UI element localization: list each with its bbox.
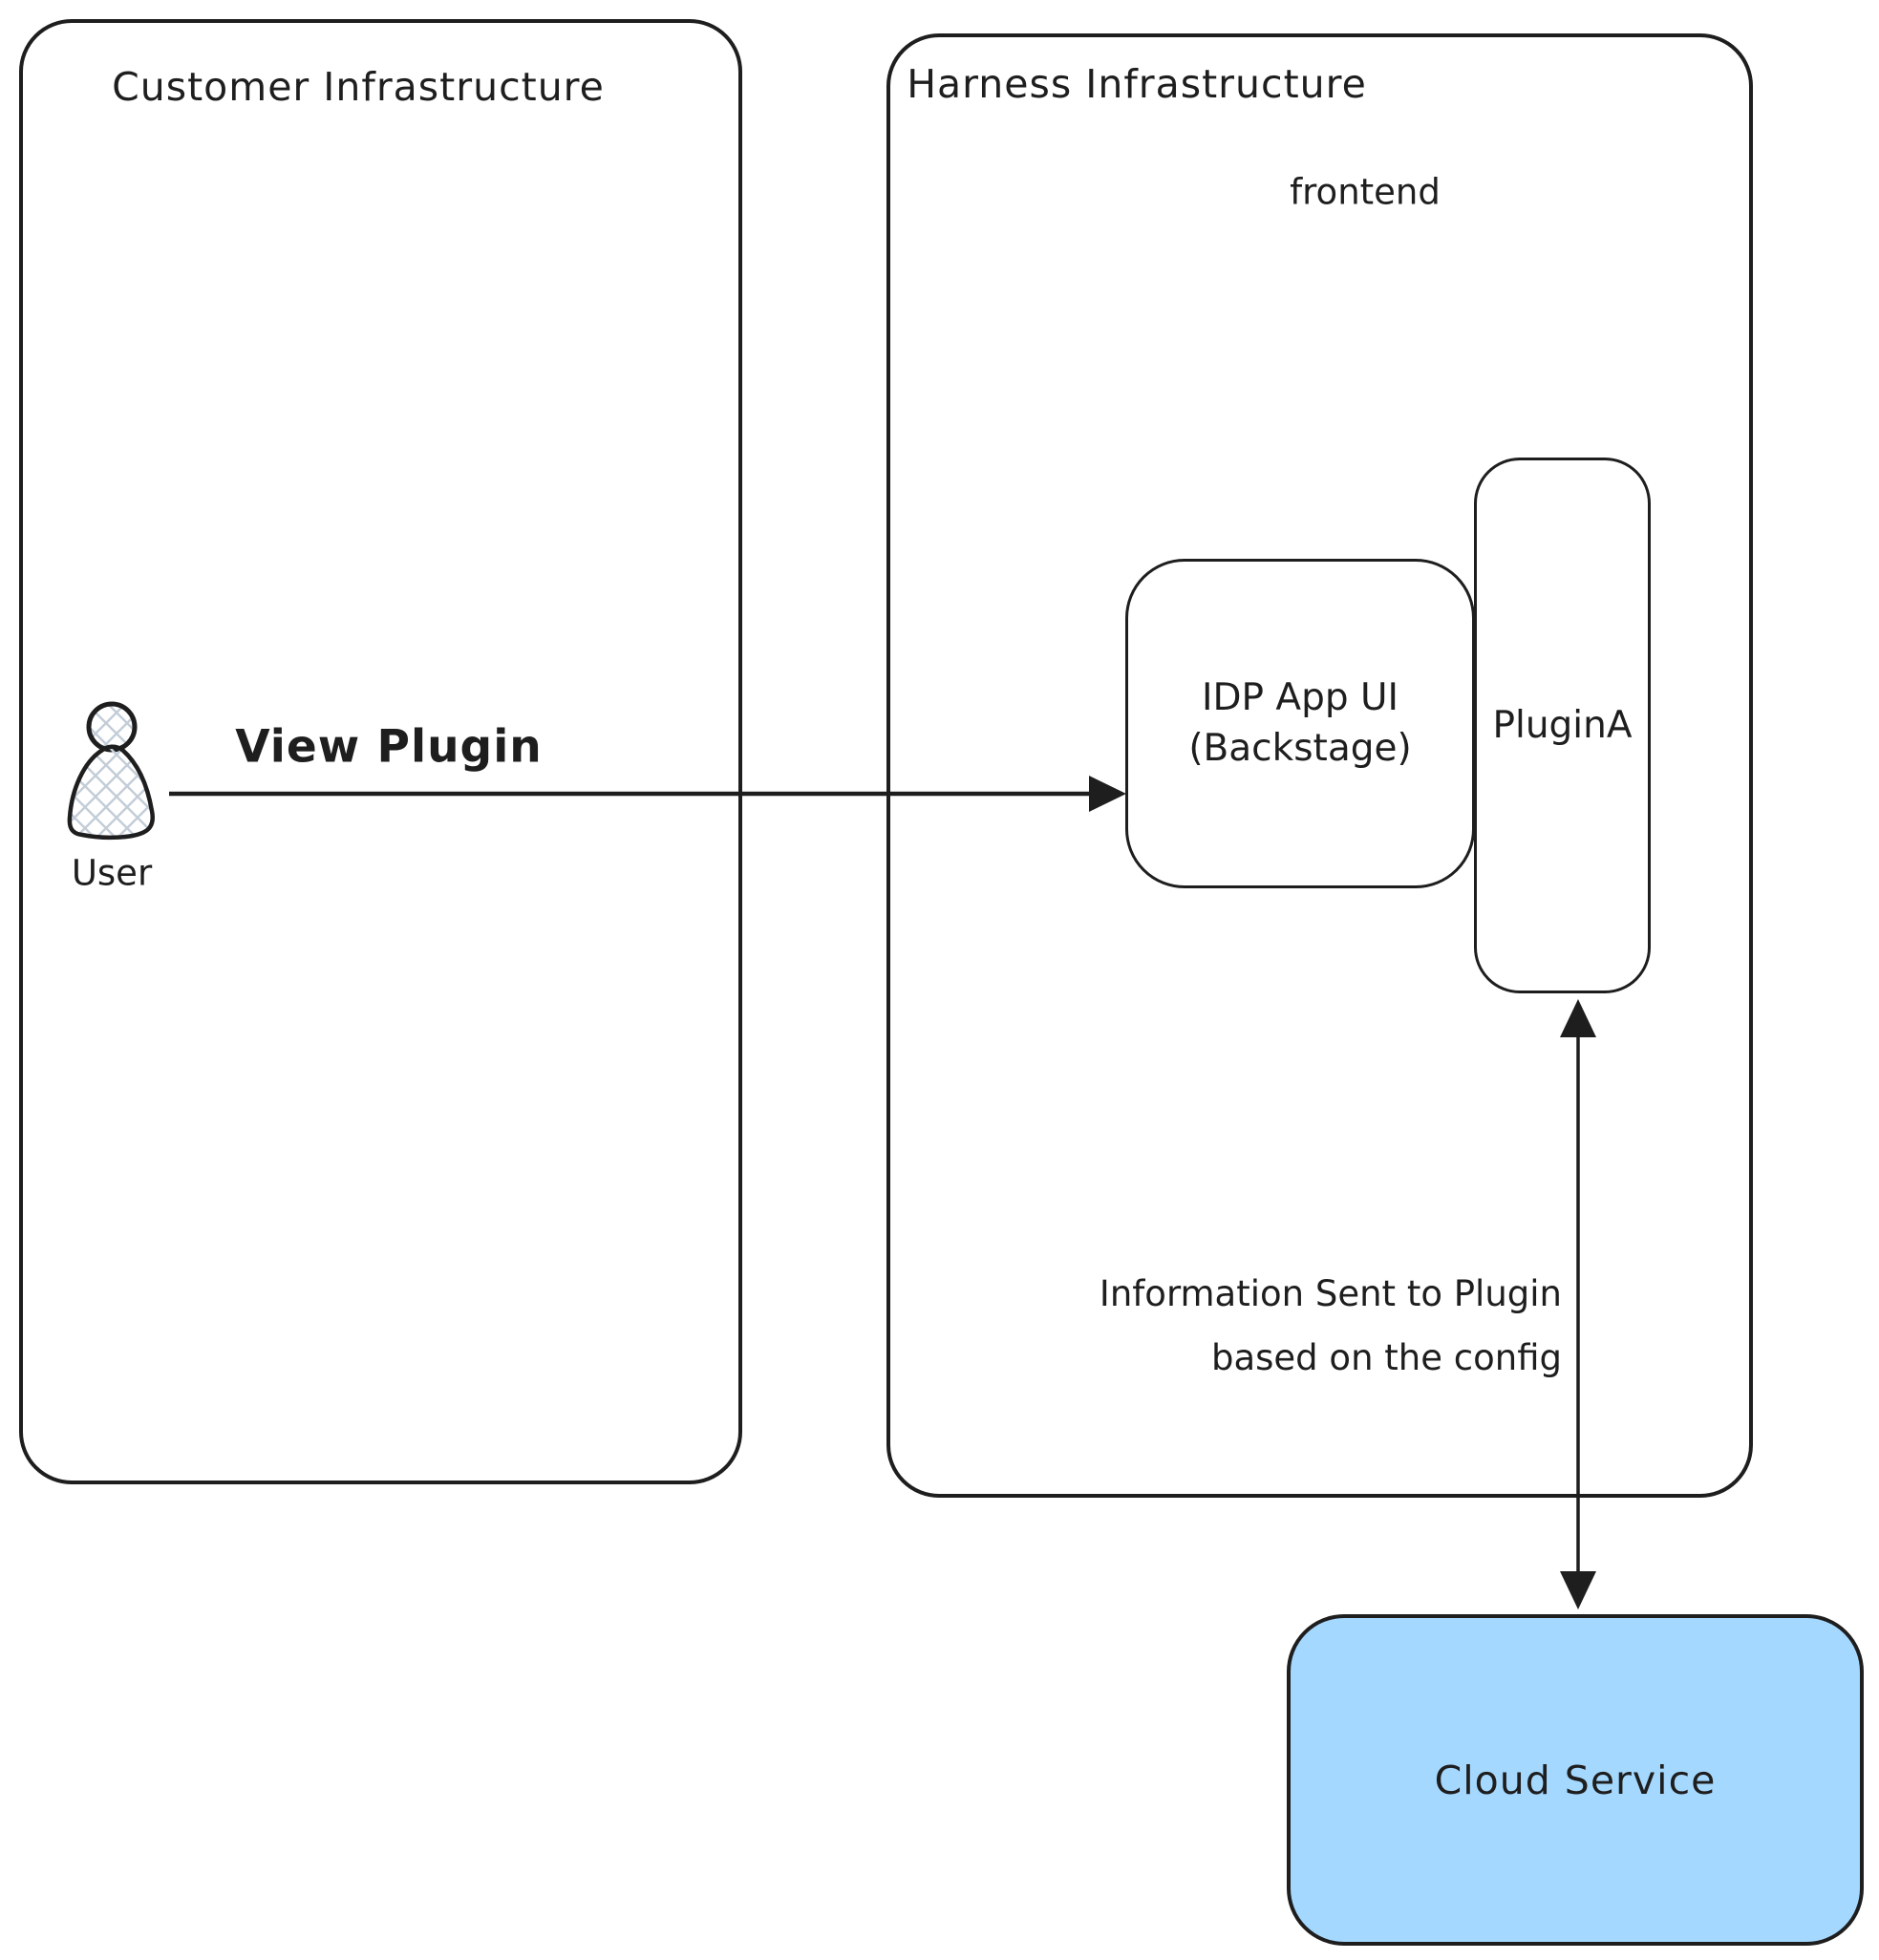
info-sent-line2: based on the config [1210, 1336, 1562, 1378]
frontend-label: frontend [1290, 171, 1441, 213]
user-icon [67, 701, 155, 841]
cloud-service-label: Cloud Service [1434, 1757, 1717, 1803]
cloud-service-node: Cloud Service [1287, 1614, 1864, 1946]
harness-infrastructure-box [886, 33, 1753, 1498]
harness-infrastructure-title: Harness Infrastructure [907, 61, 1367, 107]
plugin-a-label: PluginA [1492, 704, 1633, 747]
idp-app-ui-label: IDP App UI (Backstage) [1188, 673, 1411, 774]
idp-app-ui-line1: IDP App UI [1201, 675, 1399, 719]
customer-infrastructure-box [19, 19, 742, 1484]
idp-app-ui-node: IDP App UI (Backstage) [1125, 559, 1475, 888]
idp-app-ui-line2: (Backstage) [1188, 726, 1412, 770]
view-plugin-edge-label: View Plugin [235, 720, 543, 774]
info-sent-line1: Information Sent to Plugin [1099, 1273, 1562, 1314]
customer-infrastructure-title: Customer Infrastructure [112, 64, 605, 110]
info-sent-edge-label: Information Sent to Plugin based on the … [1100, 1263, 1562, 1390]
plugin-a-node: PluginA [1474, 458, 1651, 993]
user-label: User [71, 852, 153, 894]
